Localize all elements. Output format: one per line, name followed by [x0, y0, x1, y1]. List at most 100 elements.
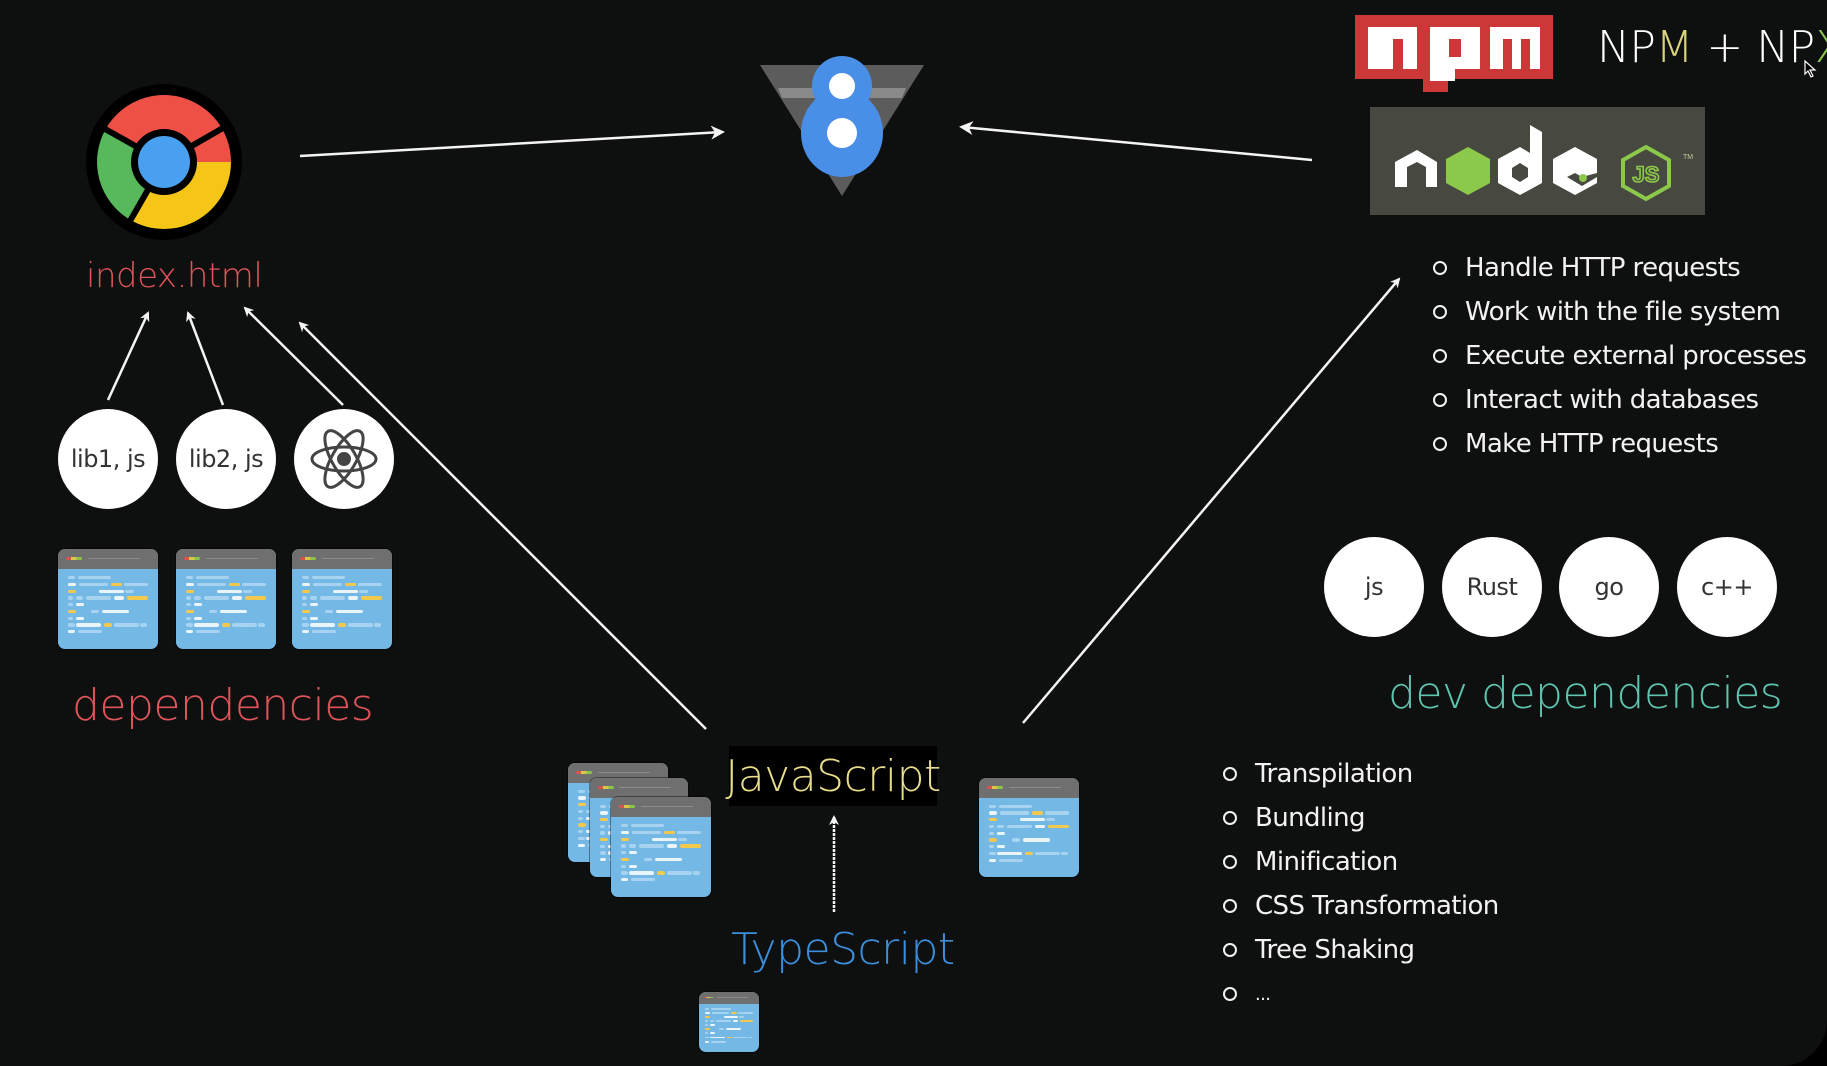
code-token	[1023, 838, 1050, 842]
dev-dependency-rust: Rust	[1442, 537, 1542, 637]
code-line	[302, 596, 384, 600]
arrow-lib1-to-index	[106, 311, 150, 401]
bullet-icon	[1223, 943, 1237, 957]
bullet-icon	[1433, 349, 1447, 363]
code-token	[705, 1012, 710, 1015]
code-token	[68, 576, 75, 580]
code-token	[344, 582, 357, 587]
arrow-browser-to-v8	[299, 125, 725, 158]
code-token	[705, 1028, 710, 1031]
dev-dependency-label: js	[1364, 573, 1384, 601]
code-token	[68, 630, 75, 634]
code-token	[578, 796, 587, 800]
list-item: ...	[1223, 972, 1499, 1016]
code-token	[709, 1024, 715, 1027]
code-line	[621, 830, 703, 835]
code-token	[578, 789, 585, 793]
code-line	[705, 1028, 754, 1031]
code-token	[1034, 824, 1045, 829]
code-token	[578, 823, 587, 827]
react-atom-icon	[310, 429, 378, 489]
code-token	[989, 811, 998, 815]
npm-title-np: NP	[1597, 22, 1656, 73]
code-token	[629, 864, 638, 868]
code-token	[302, 603, 307, 607]
code-window-titlebar	[699, 992, 759, 1004]
list-item-text: Handle HTTP requests	[1465, 253, 1741, 283]
code-token	[693, 871, 700, 875]
list-item-text: ...	[1255, 983, 1271, 1005]
code-line	[68, 616, 150, 620]
code-window-titlebar	[176, 549, 276, 569]
list-item: Bundling	[1223, 796, 1499, 840]
code-line	[989, 811, 1071, 815]
list-item: Handle HTTP requests	[1433, 246, 1806, 290]
code-token	[357, 582, 383, 587]
code-line	[186, 596, 268, 600]
code-token	[310, 623, 335, 627]
code-token	[709, 1032, 715, 1035]
javascript-text: JavaScript	[725, 750, 941, 802]
code-token	[110, 582, 123, 587]
code-token	[643, 857, 653, 862]
code-line	[705, 1032, 754, 1035]
code-token	[630, 878, 656, 882]
code-lines	[989, 804, 1071, 869]
code-token	[186, 576, 193, 580]
code-token	[302, 630, 309, 634]
dev-dependency-label: go	[1594, 573, 1624, 601]
code-window-lib2	[176, 549, 276, 649]
code-token	[989, 824, 994, 829]
list-item-text: Work with the file system	[1465, 297, 1781, 327]
code-token	[578, 803, 587, 807]
code-token	[186, 582, 195, 587]
code-line	[621, 857, 703, 862]
bullet-icon	[1223, 899, 1237, 913]
code-line	[705, 1040, 754, 1043]
code-token	[726, 1036, 732, 1039]
code-token	[310, 596, 317, 600]
code-line	[989, 824, 1071, 829]
code-token	[723, 1016, 739, 1019]
code-token	[186, 609, 195, 614]
code-token	[194, 596, 201, 600]
code-lines	[705, 1008, 754, 1047]
dependency-lib1: lib1, js	[58, 409, 158, 509]
list-item-text: Bundling	[1255, 803, 1366, 833]
code-token	[217, 589, 242, 593]
code-token	[186, 596, 191, 600]
code-token	[1034, 851, 1060, 856]
bullet-icon	[1223, 987, 1237, 1001]
code-token	[336, 609, 363, 614]
code-token	[302, 582, 311, 587]
code-token	[127, 596, 149, 600]
list-item: CSS Transformation	[1223, 884, 1499, 928]
code-token	[705, 1036, 709, 1039]
code-token	[718, 1028, 724, 1031]
code-token	[621, 851, 626, 855]
code-window-typescript	[699, 992, 759, 1052]
code-token	[630, 824, 664, 828]
dependency-label: lib2, js	[188, 445, 264, 473]
window-controls-icon	[66, 557, 82, 560]
code-token	[68, 609, 77, 614]
code-token	[186, 589, 195, 593]
bullet-icon	[1433, 305, 1447, 319]
code-token	[310, 603, 319, 607]
window-controls-icon	[619, 805, 635, 808]
code-line	[621, 851, 703, 855]
code-token	[998, 804, 1032, 808]
code-token	[997, 851, 1022, 856]
code-token	[578, 843, 585, 847]
code-lines	[621, 824, 703, 889]
code-token	[748, 1036, 753, 1039]
code-token	[599, 811, 608, 815]
code-token	[1025, 851, 1034, 856]
code-line	[989, 804, 1071, 808]
code-token	[997, 845, 1006, 849]
code-token	[195, 630, 221, 634]
code-window-titlebar	[292, 549, 392, 569]
code-window-url-bar	[88, 558, 140, 560]
bullet-icon	[1433, 261, 1447, 275]
code-window-url-bar	[322, 558, 374, 560]
